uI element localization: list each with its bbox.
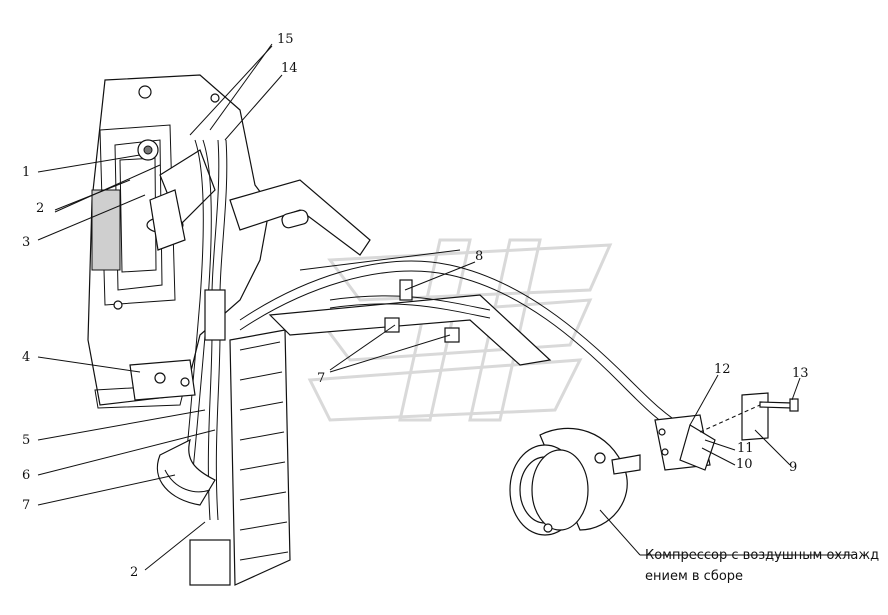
frame-beam [229, 179, 552, 366]
hose-fitting [654, 414, 716, 471]
watermark-logo [307, 238, 613, 422]
compressor-caption-line2: ением в сборе [645, 569, 744, 584]
callout-10: 10 [736, 457, 753, 472]
callout-1: 1 [22, 165, 31, 180]
callout-9: 9 [789, 460, 798, 475]
compressor-caption-line1: Компрессор с воздушным охлажд [645, 548, 880, 563]
callout-7-center: 7 [317, 371, 326, 386]
callout-7-left: 7 [22, 498, 31, 513]
compressor [509, 427, 641, 536]
pipe-lines-vertical [184, 139, 228, 521]
mounting-bracket [129, 359, 196, 401]
long-hose [239, 260, 691, 439]
callout-13: 13 [792, 366, 809, 381]
callout-2-upper: 2 [36, 201, 45, 216]
callout-5: 5 [22, 433, 31, 448]
leader-lines [37, 43, 852, 571]
callout-2-lower: 2 [130, 565, 139, 580]
callout-8: 8 [475, 249, 484, 264]
callout-12: 12 [714, 362, 731, 377]
callout-15: 15 [277, 32, 294, 47]
callout-4: 4 [22, 350, 31, 365]
bolt [699, 398, 799, 433]
condenser [189, 329, 291, 586]
callout-11: 11 [737, 441, 754, 456]
callout-3: 3 [22, 235, 31, 250]
callout-6: 6 [22, 468, 31, 483]
gasket-plate [741, 392, 769, 441]
callout-14: 14 [281, 61, 298, 76]
hose-sleeve [156, 438, 216, 506]
